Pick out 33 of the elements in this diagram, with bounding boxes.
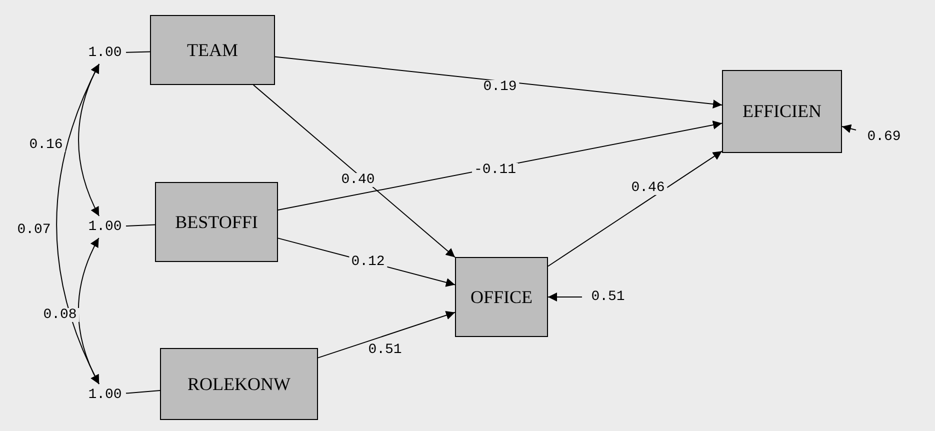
edge-label: 0.46 — [629, 181, 667, 195]
edge-label: 0.12 — [349, 255, 387, 269]
variance-value: 1.00 — [84, 42, 126, 64]
arrow — [252, 84, 456, 258]
arrow — [548, 150, 722, 267]
variable-name: BESTOFFI — [175, 210, 258, 234]
variable-name: TEAM — [187, 38, 238, 62]
connector-line — [126, 390, 160, 394]
connector-line — [126, 224, 156, 227]
arrow — [78, 64, 100, 216]
arrow — [56, 64, 100, 384]
variance-value: 1.00 — [84, 216, 126, 238]
variance-value: 1.00 — [84, 384, 126, 406]
variance-value: 0.69 — [856, 126, 912, 148]
arrow — [274, 56, 722, 109]
arrow — [318, 310, 456, 358]
arrow — [548, 292, 582, 302]
variable-box — [150, 15, 275, 85]
edge-label: 0.16 — [27, 138, 65, 152]
arrow — [78, 238, 100, 384]
edge-label: 0.40 — [339, 173, 377, 187]
variable-name: EFFICIEN — [742, 100, 822, 123]
variable-name: OFFICE — [470, 286, 532, 308]
variance-value: 0.51 — [582, 286, 634, 308]
arrow — [278, 120, 722, 210]
variable-box — [455, 257, 548, 337]
arrow — [842, 124, 856, 134]
variable-box — [155, 182, 278, 262]
variable-name: ROLEKONW — [188, 372, 290, 396]
connector-line — [126, 51, 150, 53]
edge-label: 0.08 — [41, 308, 79, 322]
variable-box — [722, 70, 842, 153]
variable-box — [160, 348, 318, 420]
